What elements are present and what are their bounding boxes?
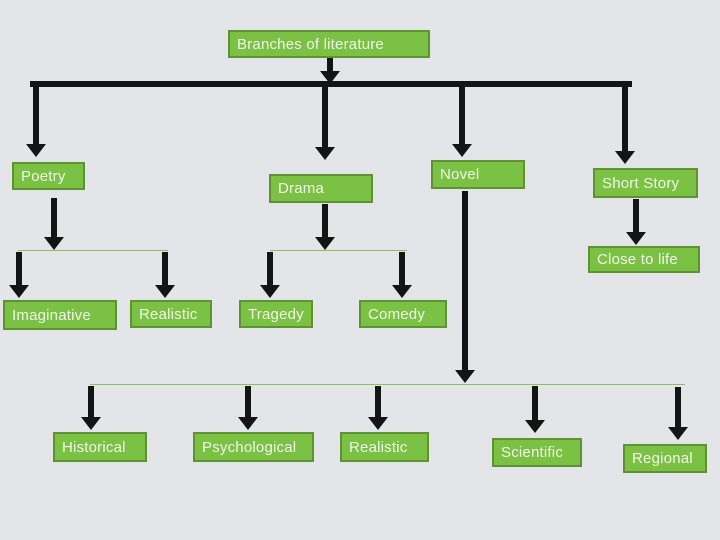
arrow-to-regional-icon: [668, 387, 688, 440]
novel-children-connector-line: [90, 384, 685, 385]
node-scientific: Scientific: [492, 438, 582, 467]
node-poetry: Poetry: [12, 162, 85, 190]
node-drama: Drama: [269, 174, 373, 203]
poetry-children-connector-line: [18, 250, 168, 251]
node-novel: Novel: [431, 160, 525, 189]
top-level-connector-line: [30, 81, 632, 87]
arrow-to-comedy-icon: [392, 252, 412, 298]
arrow-to-psychological-icon: [238, 386, 258, 430]
node-psychological: Psychological: [193, 432, 314, 462]
node-tragedy: Tragedy: [239, 300, 313, 328]
node-regional: Regional: [623, 444, 707, 473]
arrow-novel-to-children-icon: [455, 191, 475, 383]
arrow-to-tragedy-icon: [260, 252, 280, 298]
arrow-to-novel-icon: [452, 85, 472, 157]
node-close-to-life: Close to life: [588, 246, 700, 273]
node-short-story: Short Story: [593, 168, 698, 198]
node-title: Branches of literature: [228, 30, 430, 58]
node-historical: Historical: [53, 432, 147, 462]
node-realistic-poetry: Realistic: [130, 300, 212, 328]
arrow-to-imaginative-icon: [9, 252, 29, 298]
arrow-poetry-to-children-icon: [44, 198, 64, 250]
arrow-to-short-story-icon: [615, 85, 635, 164]
arrow-drama-to-children-icon: [315, 204, 335, 250]
arrow-to-scientific-icon: [525, 386, 545, 433]
arrow-to-drama-icon: [315, 85, 335, 160]
arrow-to-realistic-novel-icon: [368, 386, 388, 430]
arrow-to-realistic-poetry-icon: [155, 252, 175, 298]
arrow-to-poetry-icon: [26, 85, 46, 157]
arrow-title-to-line-icon: [320, 58, 340, 84]
node-comedy: Comedy: [359, 300, 447, 328]
drama-children-connector-line: [270, 250, 407, 251]
arrow-to-historical-icon: [81, 386, 101, 430]
node-imaginative: Imaginative: [3, 300, 117, 330]
arrow-short-story-to-close-icon: [626, 199, 646, 245]
node-realistic-novel: Realistic: [340, 432, 429, 462]
